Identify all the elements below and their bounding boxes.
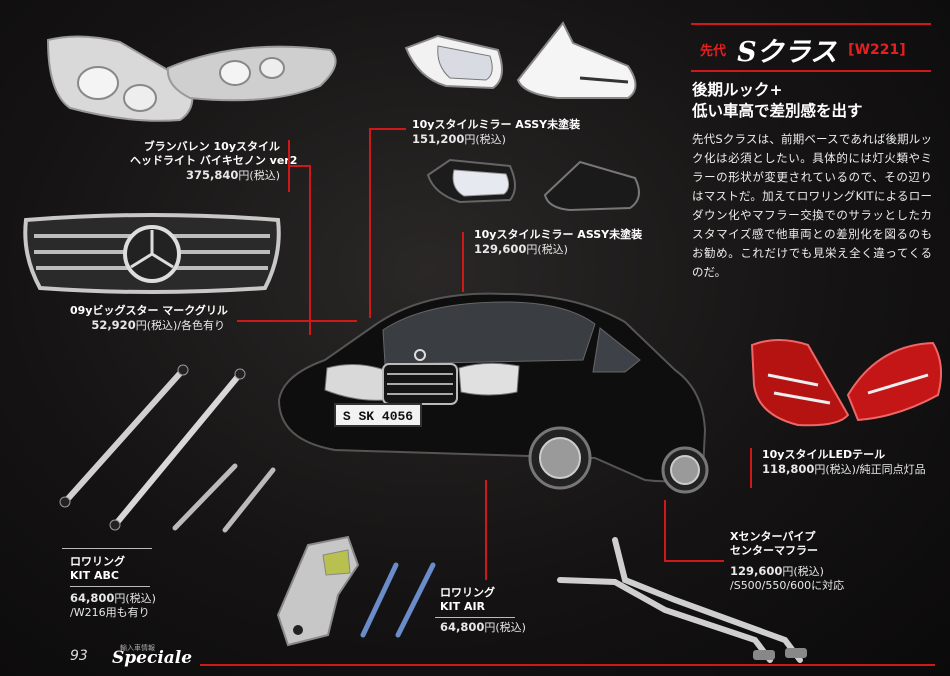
title-code: [W221] — [848, 41, 906, 58]
brand-small: 輸入車情報 — [120, 644, 155, 652]
article-body: 先代Sクラスは、前期ベースであれば後期ルック化は必須としたい。具体的には灯火類や… — [692, 132, 932, 279]
mirror2-caption: 10yスタイルミラー ASSY未塗装 129,600円(税込) — [474, 228, 643, 256]
mirror-image — [404, 21, 637, 99]
grille-caption: 09yビッグスター マークグリル 52,920円(税込)/各色有り — [70, 304, 228, 332]
kit-abc-caption: ロワリング KIT ABC 64,800円(税込) /W216用も有り — [70, 555, 156, 619]
model-title: 先代 Sクラス [W221] — [700, 30, 906, 70]
title-prefix: 先代 — [700, 44, 727, 59]
kit-air-image — [276, 535, 436, 647]
grille-image — [23, 213, 281, 294]
taillight-caption: 10yスタイルLEDテール 118,800円(税込)/純正同点灯品 — [762, 448, 926, 476]
kit-abc-image — [59, 364, 276, 533]
leader-line — [664, 500, 666, 561]
footer-rule — [200, 664, 935, 666]
kit-air-caption: ロワリング KIT AIR 64,800円(税込) — [440, 586, 526, 634]
page-number: 93 — [70, 648, 88, 664]
taillight-image — [750, 339, 943, 427]
leader-line — [369, 128, 371, 318]
title-model: Sクラス — [737, 37, 838, 68]
leader-line — [664, 560, 724, 562]
mirror1-caption: 10yスタイルミラー ASSY未塗装 151,200円(税込) — [412, 118, 581, 146]
license-plate: S SK 4056 — [343, 409, 413, 424]
leader-line — [70, 586, 150, 587]
leader-line — [62, 548, 152, 549]
mirror-image — [426, 158, 640, 212]
headlight-image — [46, 35, 337, 122]
car-image: S SK 4056 — [277, 292, 709, 494]
brand-logo: Speciale — [112, 648, 193, 668]
leader-line — [485, 480, 487, 580]
muffler-image — [557, 537, 807, 663]
leader-line — [370, 128, 406, 130]
leader-line — [462, 232, 464, 292]
headlight-caption: ブランバレン 10yスタイル ヘッドライト バイキセノン ver2 375,84… — [130, 140, 298, 182]
leader-line — [309, 165, 311, 335]
leader-line — [237, 320, 357, 322]
leader-line — [435, 617, 515, 618]
title-rule-top — [691, 23, 931, 25]
muffler-caption: Xセンターパイプ センターマフラー 129,600円(税込) /S500/550… — [730, 530, 845, 592]
leader-line — [750, 448, 752, 488]
leader-line — [288, 165, 310, 167]
article-headline: 後期ルック+ 低い車高で差別感を出す — [692, 81, 863, 120]
title-rule-bottom — [691, 70, 931, 72]
